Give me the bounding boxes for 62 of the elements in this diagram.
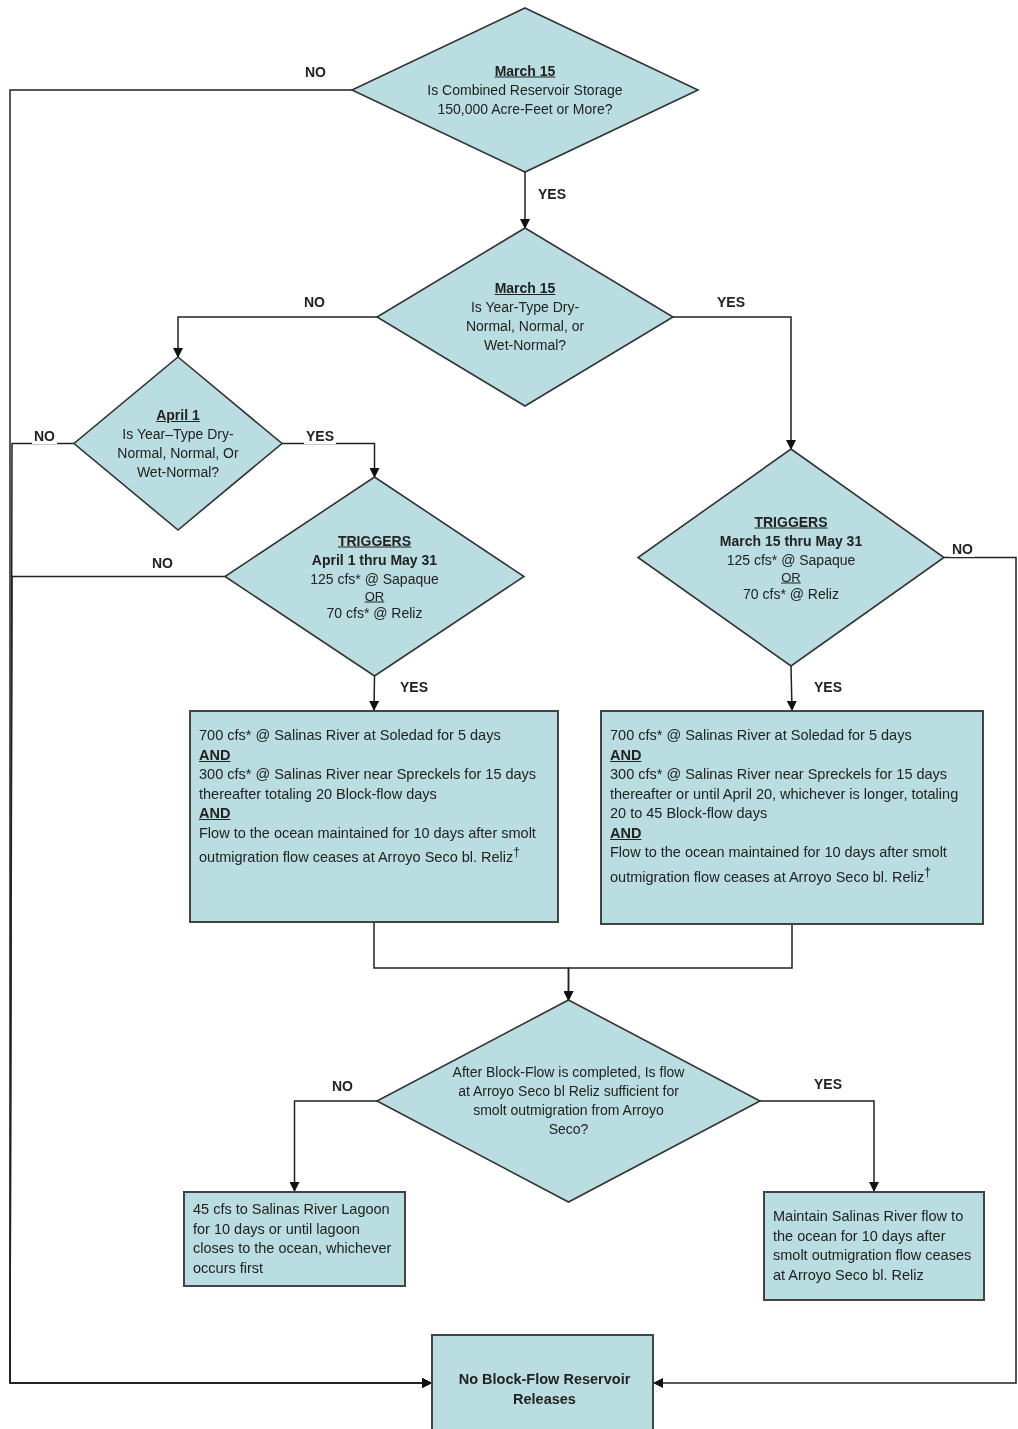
edge-label: NO [950, 541, 975, 557]
node-text: 700 cfs* @ Salinas River at Soledad for 5 days [610, 726, 913, 745]
heading: TRIGGERS [754, 512, 828, 531]
arrow [520, 171, 530, 229]
edge-label: NO [150, 555, 175, 571]
node-text: Maintain Salinas River flow to the ocean for 10 days after smolt outmigration flow ceases at Arroyo Seco bl. Reliz [773, 1207, 973, 1285]
decision-diamond [225, 477, 524, 676]
decision-diamond [352, 8, 698, 172]
arrow [369, 675, 380, 711]
node-text: 45 cfs to Salinas River Lagoon for 10 days or until lagoon closes to the ocean, whichever occurs first [193, 1200, 393, 1278]
node-text: 125 cfs* @ Sapaque [725, 550, 857, 569]
node-text: No Block-Flow Reservoir Releases [457, 1369, 632, 1408]
node-text: April 1 thru May 31 [310, 550, 439, 569]
arrow [759, 1100, 879, 1192]
node-text: 125 cfs* @ Sapaque [309, 569, 440, 588]
arrow [653, 556, 1017, 1388]
process-box [600, 710, 984, 925]
edge-label: YES [304, 428, 336, 444]
node-text: AND [610, 823, 642, 843]
node-text: Is Combined Reservoir Storage 150,000 Acre-Feet or More? [426, 80, 624, 119]
node-text: Is Year–Type Dry-Normal, Normal, Or Wet-Normal? [116, 424, 240, 482]
arrow [672, 316, 796, 450]
edge-label: NO [303, 64, 328, 80]
node-text: 70 cfs* @ Reliz [742, 584, 840, 603]
arrow [173, 316, 378, 358]
node-text: 70 cfs* @ Reliz [325, 603, 424, 622]
heading: March 15 [494, 279, 556, 298]
node-text: OR [364, 588, 385, 603]
node-text: 300 cfs* @ Salinas River near Spreckels for 15 days thereafter or until April 20, whichever is longer, totaling 20 to 45 Block-flow days [610, 765, 960, 823]
arrow [786, 665, 797, 711]
node-text: AND [199, 804, 231, 823]
edge-label: YES [812, 1076, 844, 1092]
edge-label: NO [32, 428, 57, 444]
node-text: March 15 thru May 31 [718, 531, 864, 550]
node-text: Flow to the ocean maintained for 10 days after smolt outmigration flow ceases at Arroyo Seco bl. Reliz$^{†}$ [610, 843, 948, 887]
edge-label: NO [302, 294, 327, 310]
arrow [289, 1100, 378, 1192]
arrow [563, 924, 793, 1001]
decision-diamond [377, 1000, 760, 1202]
decision-diamond [377, 228, 673, 406]
edge-label: YES [812, 679, 844, 695]
heading: TRIGGERS [337, 531, 412, 550]
decision-diamond [638, 449, 944, 666]
edge-label: YES [715, 294, 747, 310]
process-box [763, 1191, 985, 1301]
node-text: After Block-Flow is completed, Is flow at Arroyo Seco bl Reliz sufficient for smolt outmigration from Arroyo Seco? [452, 1063, 685, 1139]
node-text: AND [610, 745, 642, 765]
process-box [189, 710, 559, 923]
process-box [183, 1191, 406, 1287]
node-text: AND [199, 745, 231, 765]
node-text: 300 cfs* @ Salinas River near Spreckels for 15 days thereafter totaling 20 Block-flow days [199, 765, 538, 804]
node-text: OR [781, 569, 801, 584]
process-box [431, 1334, 654, 1429]
heading: March 15 [494, 61, 556, 81]
node-text: Is Year-Type Dry-Normal, Normal, or Wet-Normal? [464, 298, 586, 355]
heading: April 1 [156, 405, 200, 425]
decision-diamond [74, 357, 282, 530]
edge-label: YES [536, 186, 568, 202]
node-text: Flow to the ocean maintained for 10 days after smolt outmigration flow ceases at Arroyo Seco bl. Reliz$^{†}$ [199, 823, 537, 867]
edge-label: NO [330, 1078, 355, 1094]
edge-label: YES [398, 679, 430, 695]
node-text: 700 cfs* @ Salinas River at Soledad for 5 days [199, 726, 502, 745]
